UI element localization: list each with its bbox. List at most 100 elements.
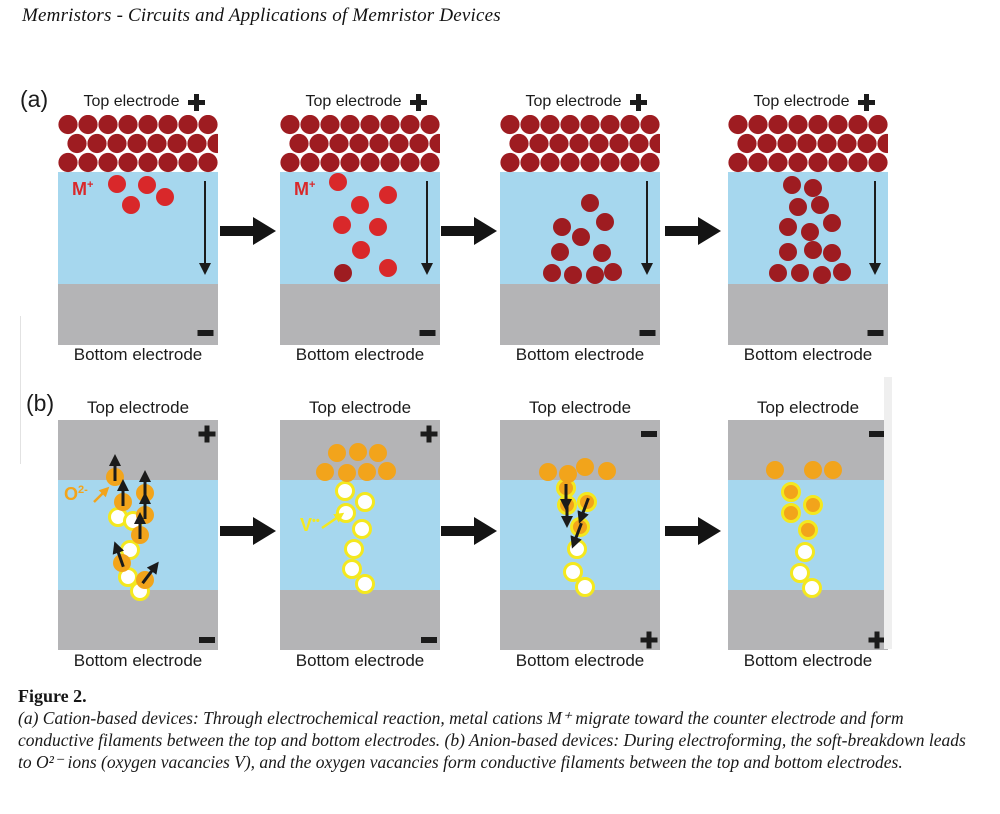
electrode-atom [198,152,218,173]
electrode-atom [429,133,440,154]
oxygen-vacancy [795,542,815,562]
vacancy-pointer-arrow [321,512,345,530]
electrode-atom [848,115,868,135]
vacancy-symbol-label-sup: •• [312,515,320,527]
filament-atom [551,243,569,261]
plus-sign-icon [629,93,647,111]
electrode-atom [560,115,580,135]
bottom-electrode-layer [500,284,660,345]
electrode-atom [360,115,380,135]
oxygen-anion [316,463,334,481]
electrode-atom [837,133,857,154]
page-scan-artifact-left [20,316,21,464]
filament-atom [823,244,841,262]
metal-cation [379,259,397,277]
oxygen-vacancy [355,492,375,512]
electrode-atom [569,133,589,154]
electrode-atom [549,133,569,154]
filament-atom [791,264,809,282]
electrode-atom [280,115,300,135]
oxygen-vacancy [355,574,375,594]
plus-sign-icon [187,93,205,111]
electrode-atom [640,152,660,173]
electrolyte-layer [500,172,660,284]
panel-b2-top-electrode-label: Top electrode [308,398,412,417]
panel-b1-top-electrode-label: Top electrode [86,398,190,417]
oxygen-anion [378,462,396,480]
electrode-atom [748,115,768,135]
filament-atom [779,218,797,236]
electrode-atom [138,152,158,173]
electrode-atom [107,133,127,154]
row-b-step-arrow-1 [220,517,276,545]
electrode-atom [178,115,198,135]
row-a-step-arrow-1 [220,217,276,245]
filament-atom [789,198,807,216]
electrode-atom [300,152,320,173]
oxygen-vacancy [352,519,372,539]
electrode-atom [609,133,629,154]
oxygen-vacancy [335,481,355,501]
oxygen-anion [824,461,842,479]
electrode-atom [360,152,380,173]
electrode-atom [817,133,837,154]
electrode-atom [349,133,369,154]
electrode-atom [380,152,400,173]
right-arrow-icon [220,217,276,245]
top-electrode-label: Top electrode [83,93,180,110]
electrode-atom [58,152,78,173]
electrode-atom [649,133,660,154]
vacancy-symbol-label: V•• [300,515,320,535]
electrode-atom [728,152,748,173]
plus-sign-icon [640,631,658,649]
electrode-atom [580,115,600,135]
panel-a2-bottom-electrode-label: Bottom electrode [295,345,425,364]
electrode-atom [640,115,660,135]
plus-sign-icon [409,93,427,111]
top-electrode-label: Top electrode [305,93,402,110]
oxygen-vacancy [567,539,587,559]
electrode-atom [98,115,118,135]
electrode-atom [289,133,309,154]
oxygen-vacancy [344,539,364,559]
panel-a4-bottom-electrode-label: Bottom electrode [743,345,873,364]
figure-caption-title: Figure 2. [18,686,87,706]
electrode-atom [329,133,349,154]
electrode-atom [728,115,748,135]
metal-cation [351,196,369,214]
row-b-step-arrow-3 [665,517,721,545]
metal-cation [138,176,156,194]
electrode-atom [868,115,888,135]
right-arrow-icon [441,517,497,545]
electrode-atom [620,115,640,135]
cation-symbol-label-base: M [294,179,309,199]
oxygen-anion [358,463,376,481]
anion-symbol-label-sup: 2- [78,484,88,496]
electrode-atom [797,133,817,154]
right-arrow-icon [665,217,721,245]
right-arrow-icon [665,517,721,545]
metal-cation [379,186,397,204]
electrode-atom [529,133,549,154]
electrode-atom [98,152,118,173]
oxygen-anion [349,443,367,461]
oxygen-vacancy [563,562,583,582]
electrode-atom [509,133,529,154]
plus-sign-icon [198,425,216,443]
electrolyte-layer [58,172,218,284]
electrode-atom [737,133,757,154]
panel-a3-bottom-electrode-label: Bottom electrode [515,345,645,364]
filament-atom [586,266,604,284]
oxygen-anion [559,465,577,483]
electrode-atom [207,133,218,154]
ion-motion-arrow [112,541,125,568]
minus-sign-icon [197,330,214,336]
electrode-atom [520,152,540,173]
electrode-atom [147,133,167,154]
oxygen-vacancy [790,563,810,583]
bottom-electrode-layer [58,284,218,345]
panel-a1-bottom-electrode-label: Bottom electrode [73,345,203,364]
row-a-label: (a) [20,86,49,112]
minus-sign-icon [421,637,437,643]
